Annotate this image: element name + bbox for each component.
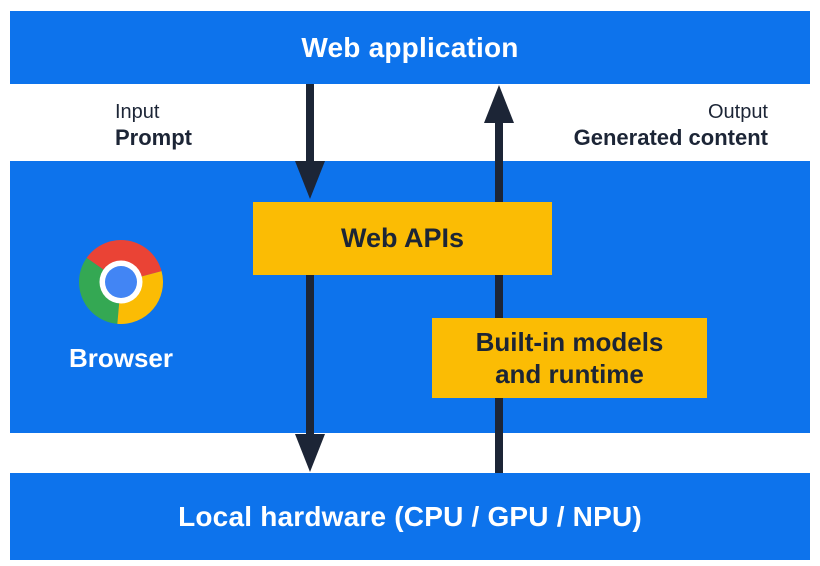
prompt-label: Prompt	[115, 125, 192, 150]
input-caption: Input	[115, 101, 160, 123]
web-application-label: Web application	[301, 31, 519, 63]
builtin-models-label-line1: Built-in models	[475, 327, 664, 357]
input-flow-arrow-line	[306, 84, 314, 163]
output-flow-arrow-line	[495, 120, 503, 202]
output-label-group: Output Generated content	[574, 100, 768, 152]
builtin-models-label-line2: and runtime	[495, 359, 644, 389]
arrow-up-icon	[484, 85, 514, 123]
output-flow-arrow-line	[495, 275, 503, 318]
input-label-group: Input Prompt	[115, 100, 192, 152]
chrome-logo-icon	[79, 240, 163, 324]
output-flow-arrow-line	[495, 398, 503, 473]
generated-content-label: Generated content	[573, 125, 768, 150]
local-hardware-label: Local hardware (CPU / GPU / NPU)	[178, 500, 642, 532]
browser-label: Browser	[68, 343, 174, 373]
web-apis-box: Web APIs	[253, 202, 552, 275]
local-hardware-bar: Local hardware (CPU / GPU / NPU)	[10, 473, 810, 560]
arrow-down-icon	[295, 434, 325, 472]
arrow-down-icon	[295, 161, 325, 199]
output-caption: Output	[707, 101, 768, 123]
builtin-models-box: Built-in models and runtime	[432, 318, 707, 398]
web-apis-label: Web APIs	[340, 223, 465, 253]
web-application-bar: Web application	[10, 11, 810, 84]
input-flow-arrow-line	[306, 275, 314, 434]
